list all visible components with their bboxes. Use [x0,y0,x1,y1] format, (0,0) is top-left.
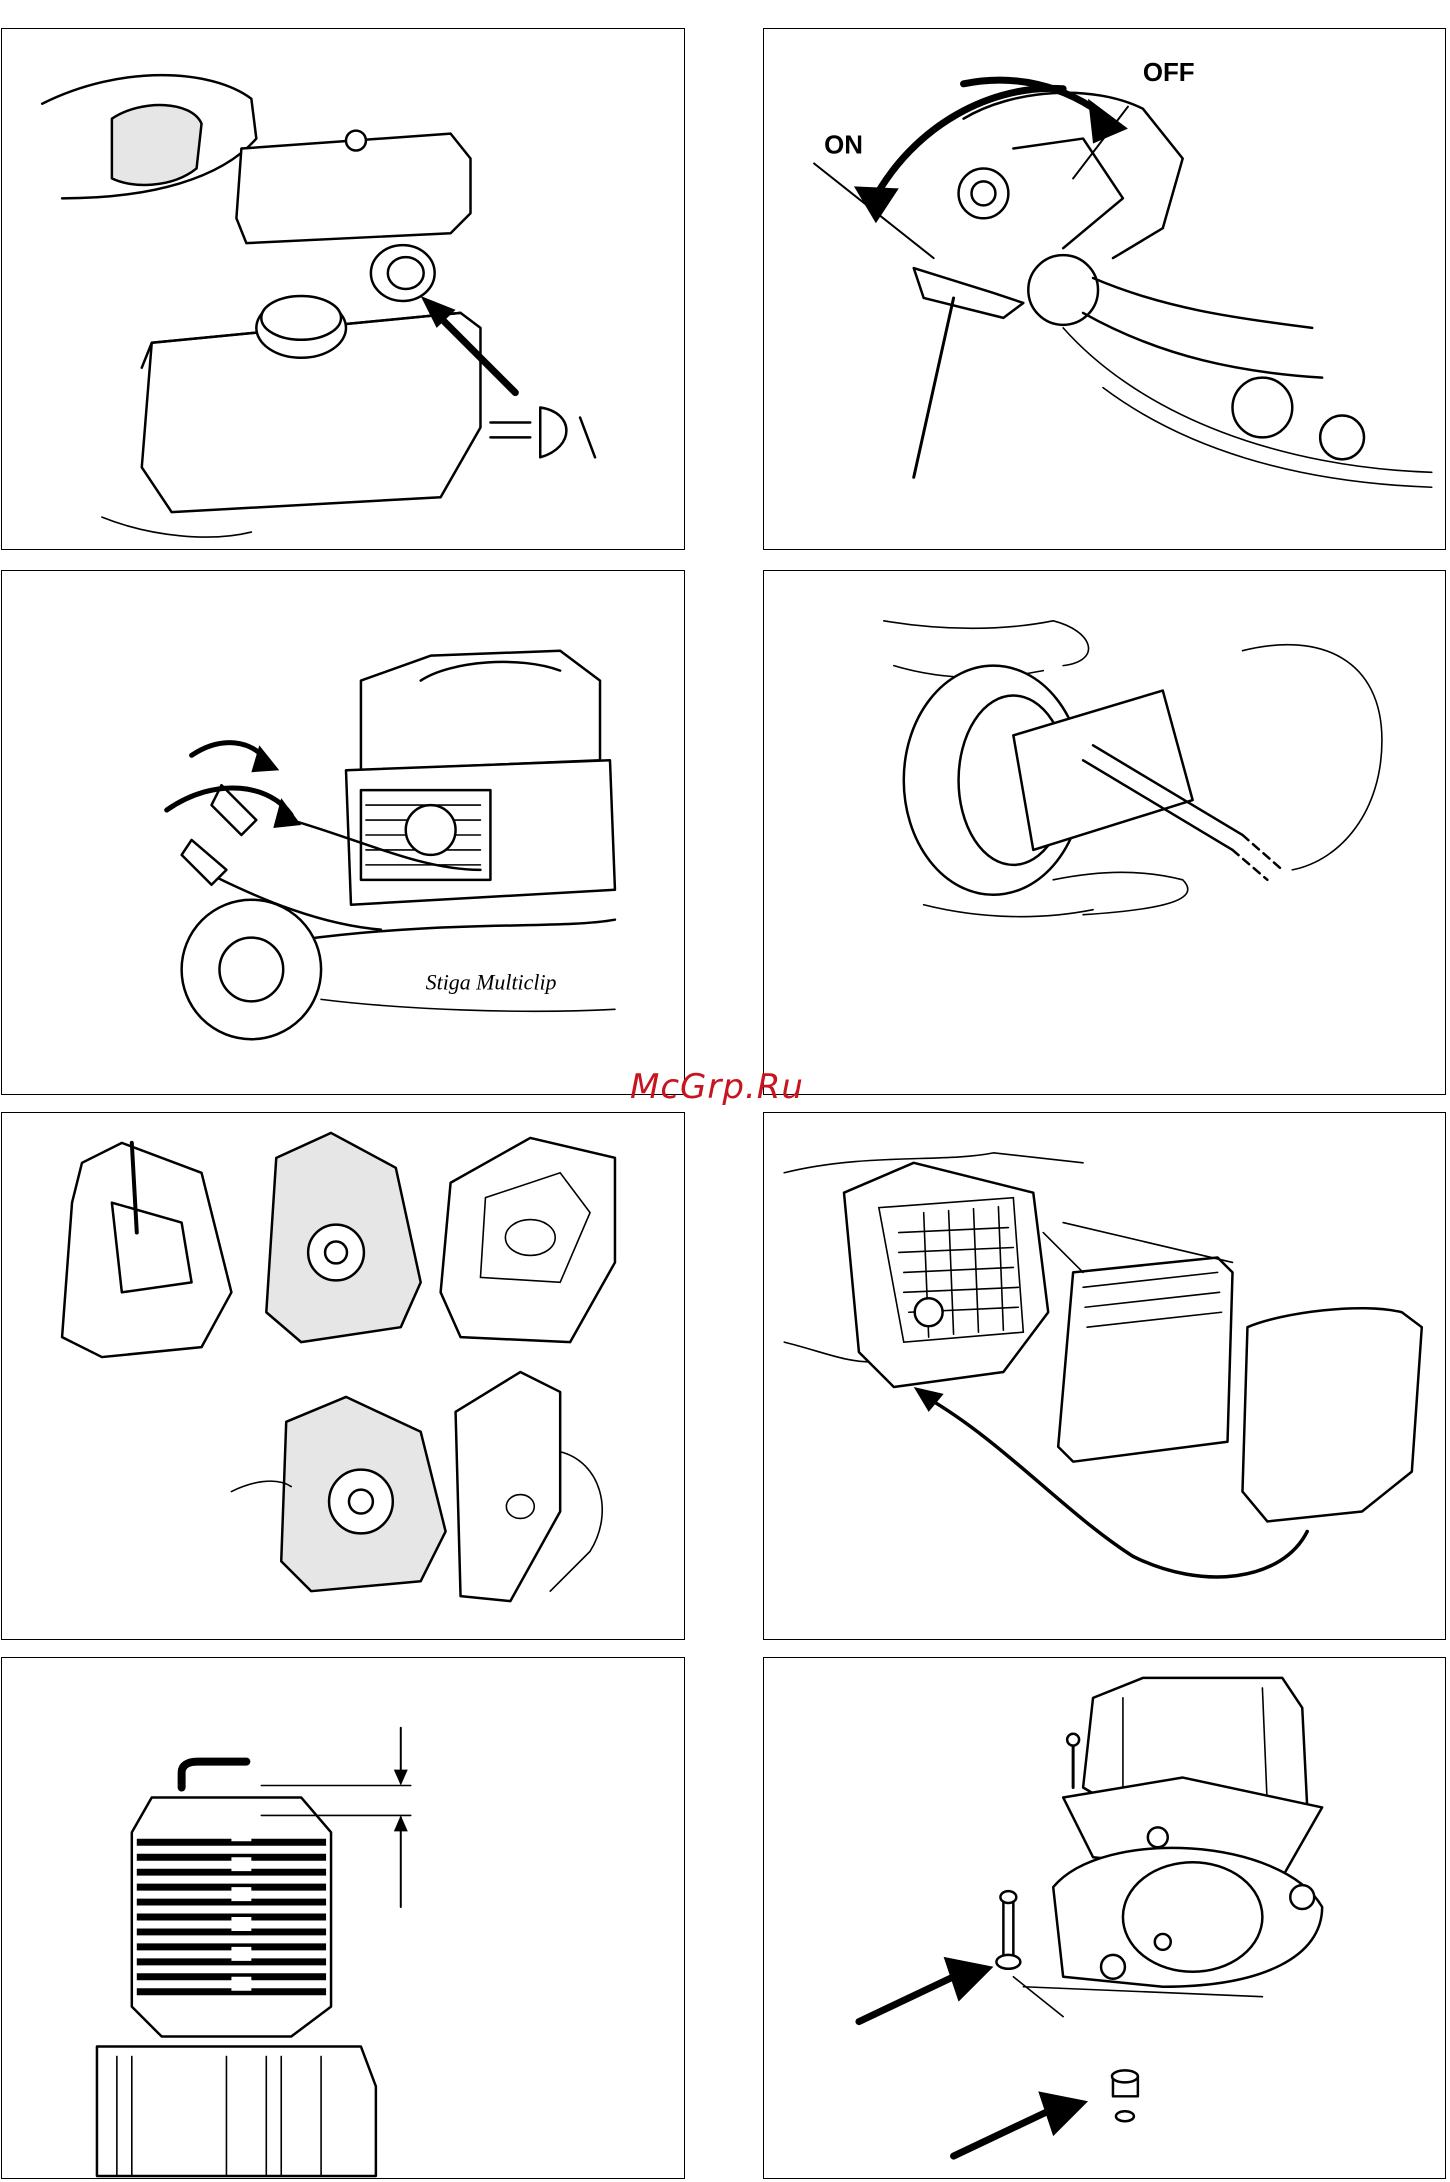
panel-air-filter-assembly [763,1112,1446,1640]
panel-mower: Stiga Multiclip [1,570,685,1095]
fuel-tank-illustration [2,29,684,549]
air-filter-assembly-illustration [764,1113,1445,1639]
mower-illustration: Stiga Multiclip [2,571,684,1094]
on-label: ON [824,132,863,160]
watermark: McGrp.Ru [630,1067,804,1107]
panel-air-filter-elements [1,1112,685,1640]
panel-fuel-valve: ON OFF [763,28,1446,550]
panel-blade-mounting [763,1657,1446,2179]
mower-brand-label: Stiga Multiclip [426,969,557,994]
blade-mounting-illustration [764,1658,1445,2178]
off-label: OFF [1143,59,1195,87]
air-filter-elements-illustration [2,1113,684,1639]
panel-fuel-tank [1,28,685,550]
spark-plug-illustration [2,1658,684,2178]
wheel-cleaning-illustration [764,571,1445,1094]
panel-wheel-cleaning [763,570,1446,1095]
fuel-valve-illustration: ON OFF [764,29,1445,549]
panel-spark-plug [1,1657,685,2179]
